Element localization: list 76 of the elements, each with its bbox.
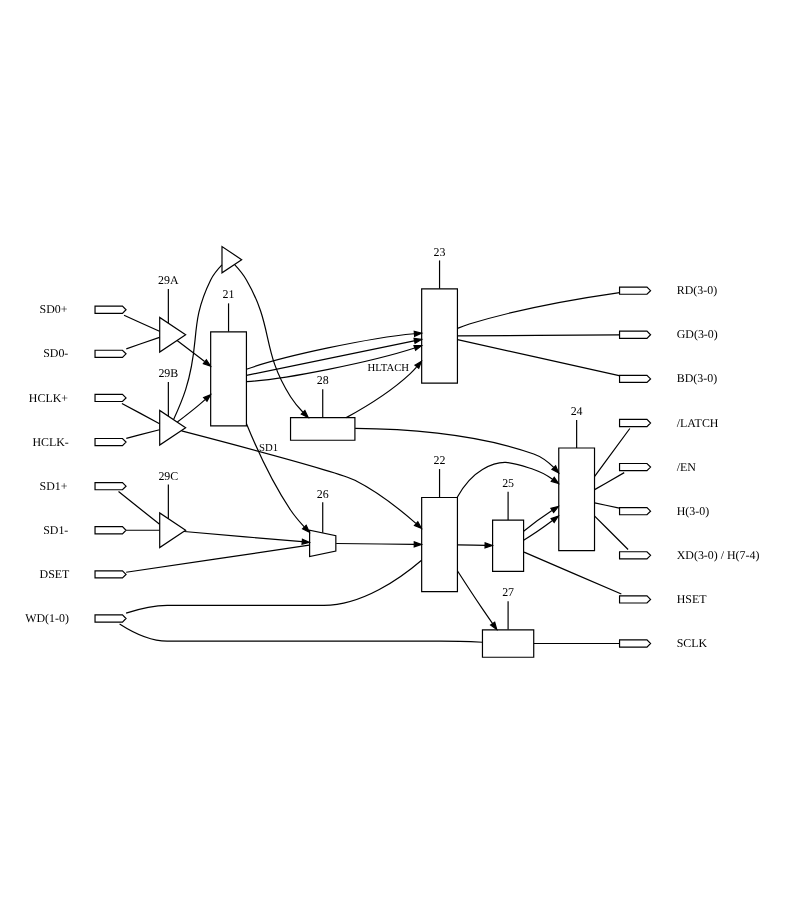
connector <box>125 428 161 438</box>
arrow <box>523 504 560 531</box>
node-box <box>421 287 459 383</box>
connector <box>322 500 324 533</box>
node-box <box>481 628 535 657</box>
connector <box>167 380 169 416</box>
arrow <box>245 422 311 533</box>
connector <box>117 490 161 524</box>
node-triangle <box>159 315 187 353</box>
node-pentagon <box>94 525 127 534</box>
connector <box>227 301 230 332</box>
connector <box>456 338 620 376</box>
arrow <box>234 263 310 418</box>
connector <box>167 482 169 519</box>
node-pentagon <box>618 373 652 383</box>
node-pentagon <box>618 285 652 294</box>
connector <box>167 287 169 323</box>
connector <box>576 418 578 448</box>
node-box <box>210 330 248 426</box>
arrow <box>245 343 424 382</box>
node-pentagon <box>618 550 652 559</box>
connector <box>594 514 629 550</box>
connector <box>438 258 441 289</box>
connector <box>456 333 620 336</box>
node-trapezium <box>309 528 337 557</box>
connector <box>173 263 223 419</box>
arrow <box>245 336 424 376</box>
connector <box>322 387 324 417</box>
connector <box>533 641 620 644</box>
connector <box>125 558 423 613</box>
connector <box>523 550 622 594</box>
node-pentagon <box>94 348 127 357</box>
connector <box>438 467 441 497</box>
node-box <box>492 518 525 571</box>
connector <box>507 490 509 520</box>
node-pentagon <box>94 613 127 622</box>
node-pentagon <box>94 569 127 578</box>
arrow <box>245 329 424 369</box>
node-triangle <box>221 244 243 273</box>
arrow <box>456 541 495 548</box>
connector <box>119 622 483 642</box>
connector <box>125 543 310 572</box>
arrow <box>354 426 560 474</box>
node-box <box>421 495 459 592</box>
node-pentagon <box>618 506 652 515</box>
connector <box>121 401 161 424</box>
node-pentagon <box>94 436 127 446</box>
arrow <box>181 429 423 529</box>
node-pentagon <box>618 638 652 647</box>
connector <box>594 501 620 508</box>
node-triangle <box>159 408 187 446</box>
node-box <box>289 416 356 440</box>
arrow <box>176 392 212 422</box>
arrow <box>183 529 312 544</box>
arrow <box>456 569 498 630</box>
connector <box>125 335 161 349</box>
node-pentagon <box>94 481 127 490</box>
node-pentagon <box>94 392 127 402</box>
connector <box>507 599 509 630</box>
arrow <box>523 514 560 540</box>
node-pentagon <box>618 417 652 427</box>
connector <box>125 528 161 530</box>
connector <box>594 426 631 476</box>
connector <box>456 291 621 328</box>
connector <box>123 313 161 331</box>
connector <box>594 471 625 490</box>
arrow <box>335 540 424 547</box>
node-triangle <box>159 510 187 548</box>
node-pentagon <box>618 461 652 471</box>
node-pentagon <box>94 304 127 313</box>
node-pentagon <box>618 594 652 603</box>
arrow <box>176 338 212 367</box>
node-box <box>558 446 596 551</box>
arrow <box>345 358 423 418</box>
arrow <box>456 460 560 497</box>
node-pentagon <box>618 329 652 338</box>
